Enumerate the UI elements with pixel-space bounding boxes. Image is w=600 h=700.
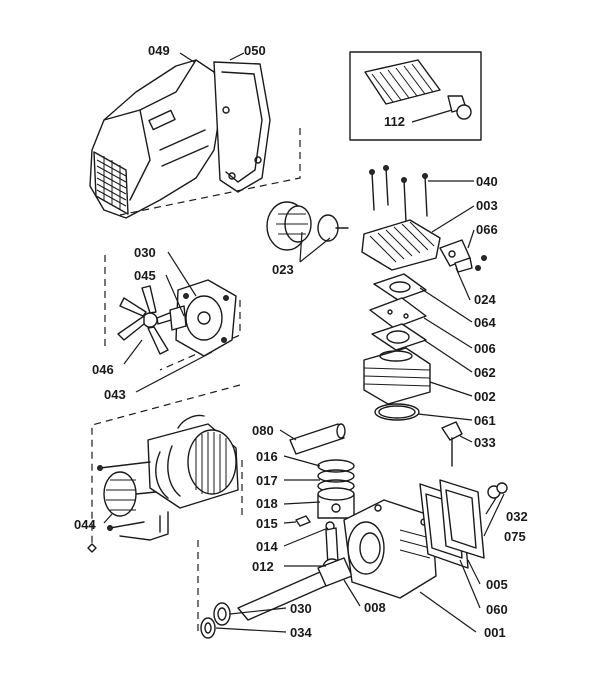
label-064: 064 (474, 315, 496, 330)
label-008: 008 (364, 600, 386, 615)
shroud-049 (89, 59, 223, 219)
bearing-034 (200, 617, 216, 639)
label-040: 040 (476, 174, 498, 189)
crankcase-001 (343, 499, 437, 599)
gasket-064 (373, 273, 427, 301)
label-060: 060 (486, 602, 508, 617)
label-043: 043 (104, 387, 126, 402)
label-030-top: 030 (134, 245, 156, 260)
label-045: 045 (134, 268, 156, 283)
gasket-005 (439, 479, 485, 559)
gasket-050 (213, 61, 271, 193)
label-030-bottom: 030 (290, 601, 312, 616)
label-002: 002 (474, 389, 496, 404)
piston-018 (317, 487, 355, 519)
label-023: 023 (272, 262, 294, 277)
label-034: 034 (290, 625, 312, 640)
fitting-112 (447, 95, 472, 120)
cylinder-002 (363, 347, 431, 405)
label-005: 005 (486, 577, 508, 592)
stator (147, 414, 239, 509)
label-033: 033 (474, 435, 496, 450)
label-015: 015 (256, 516, 278, 531)
cylinder-head-003 (361, 219, 441, 271)
label-044: 044 (74, 517, 96, 532)
label-046: 046 (92, 362, 114, 377)
o-ring-061 (374, 403, 420, 421)
label-075: 075 (504, 529, 526, 544)
rotor-044 (87, 461, 169, 553)
plug-033 (441, 421, 463, 467)
label-112: 112 (384, 114, 405, 129)
label-080: 080 (252, 423, 274, 438)
label-061: 061 (474, 413, 496, 428)
label-066: 066 (476, 222, 498, 237)
label-024: 024 (474, 292, 496, 307)
label-006: 006 (474, 341, 496, 356)
caps-032-075 (487, 482, 508, 499)
motor-housing-043 (169, 279, 237, 357)
label-014: 014 (256, 539, 278, 554)
fan-blades-046 (117, 285, 185, 355)
leader-lines (103, 52, 505, 633)
label-016: 016 (256, 449, 278, 464)
shroud-grille (93, 151, 129, 215)
bearing-030 (213, 602, 231, 626)
cylinder-head-inset (364, 59, 441, 105)
gasket-062 (371, 323, 427, 351)
inset-box-112 (349, 51, 482, 141)
label-062: 062 (474, 365, 496, 380)
label-017: 017 (256, 473, 278, 488)
label-003: 003 (476, 198, 498, 213)
fan-hub-023 (266, 201, 349, 251)
label-012: 012 (252, 559, 274, 574)
label-018: 018 (256, 496, 278, 511)
label-049: 049 (148, 43, 170, 58)
label-032: 032 (506, 509, 528, 524)
wrist-pin-080 (289, 423, 346, 455)
head-bolts-040 (369, 165, 428, 223)
label-001: 001 (484, 625, 506, 640)
valve-plate-066 (439, 239, 487, 273)
valve-plate-006 (369, 297, 427, 329)
label-050: 050 (244, 43, 266, 58)
piston-rings-016-017 (317, 459, 355, 493)
